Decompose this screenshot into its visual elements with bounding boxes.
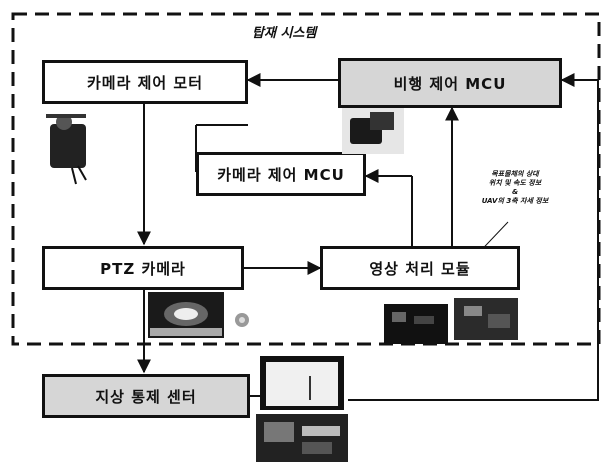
ptz-camera-photo <box>148 292 224 338</box>
servo-motor-photo <box>42 108 98 186</box>
data-annotation: 목표물체의 상대 위치 및 속도 정보 & UAV의 3축 자세 정보 <box>470 170 560 206</box>
camera-mcu-box: 카메라 제어 MCU <box>196 152 366 196</box>
annotation-line-2: 위치 및 속도 정보 <box>470 179 560 188</box>
flight-mcu-box: 비행 제어 MCU <box>338 58 562 108</box>
annotation-line-3: & <box>470 188 560 197</box>
annotation-line-4: UAV의 3축 자세 정보 <box>470 197 560 206</box>
camera-lens-photo <box>232 310 256 330</box>
ground-station-photo <box>256 356 348 464</box>
annotation-line-1: 목표물체의 상대 <box>470 170 560 179</box>
ptz-camera-box: PTZ 카메라 <box>42 246 244 290</box>
flight-controller-photo <box>342 108 404 154</box>
image-processing-board-photo <box>384 294 520 348</box>
region-title: 탑재 시스템 <box>252 22 316 41</box>
camera-motor-box: 카메라 제어 모터 <box>42 60 248 104</box>
ground-center-box: 지상 통제 센터 <box>42 374 250 418</box>
image-processing-box: 영상 처리 모듈 <box>320 246 520 290</box>
